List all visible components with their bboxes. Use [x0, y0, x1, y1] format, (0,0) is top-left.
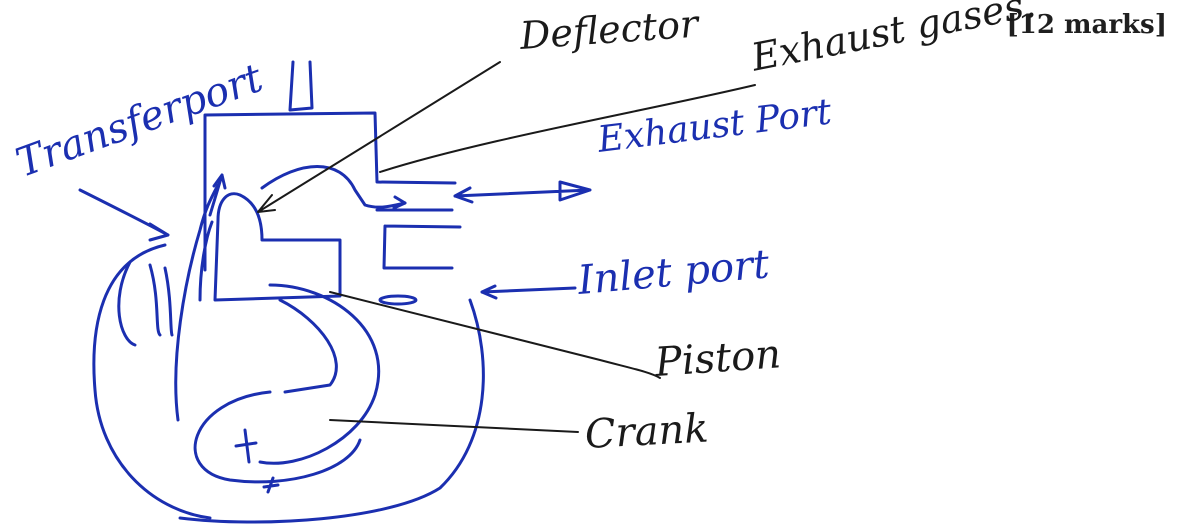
- connecting-rod-inner: [278, 298, 338, 394]
- spark-plug-icon: [288, 60, 314, 112]
- crank-loop: [193, 390, 362, 484]
- crankcase-left-lines: [117, 260, 174, 347]
- inlet-port-arrow: [480, 284, 577, 300]
- exhaust-gases-leader: [379, 84, 756, 173]
- transfer-port-arrow: [78, 188, 170, 242]
- cylinder-outline: [203, 111, 457, 272]
- flow-arrow-curve: [260, 165, 407, 209]
- transfer-flow-arrow: [208, 173, 227, 217]
- inlet-port-lines: [382, 224, 462, 270]
- crank-weight-mark: [262, 476, 280, 494]
- inlet-opening: [378, 294, 418, 306]
- label-piston: Piston: [653, 331, 783, 386]
- connecting-rod: [258, 283, 381, 465]
- crankcase-left-wall: [92, 243, 212, 520]
- piston-leader: [329, 291, 661, 379]
- deflector-leader: [257, 61, 501, 213]
- label-crank: Crank: [583, 405, 710, 458]
- marks-label: [12 marks]: [1006, 10, 1167, 40]
- crank-pin-mark: [234, 428, 258, 464]
- transfer-passage-inner: [198, 220, 214, 302]
- exhaust-arrow: [453, 180, 592, 204]
- crankcase-right-wall: [178, 298, 485, 524]
- piston-outline: [213, 192, 342, 302]
- transfer-passage: [174, 183, 220, 422]
- crank-leader: [329, 419, 579, 433]
